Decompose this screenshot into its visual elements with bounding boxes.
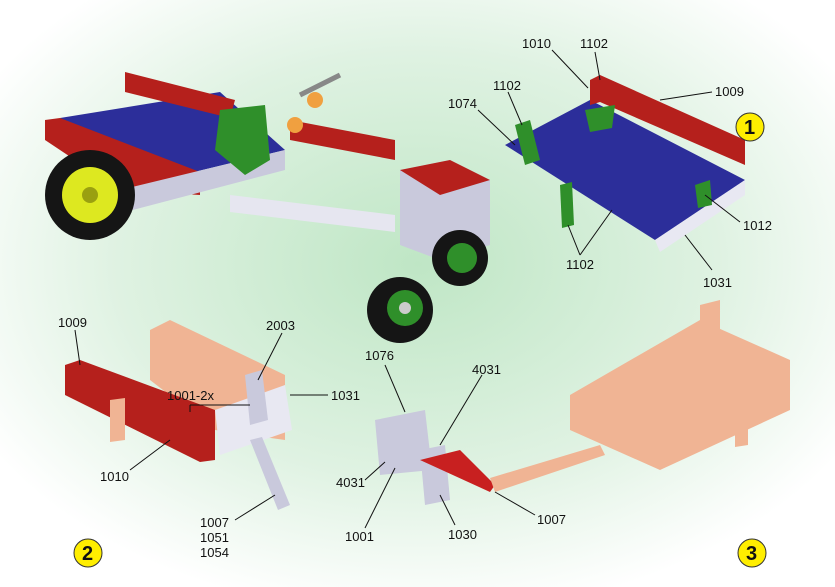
label-1012: 1012 bbox=[743, 218, 772, 233]
label-1010: 1010 bbox=[522, 36, 551, 51]
label-1010: 1010 bbox=[100, 469, 129, 484]
svg-text:3: 3 bbox=[746, 543, 757, 565]
step-3-callouts: 1076 4031 4031 1001 1030 1007 bbox=[336, 348, 566, 544]
green-bracket bbox=[215, 105, 270, 175]
label-1031: 1031 bbox=[703, 275, 732, 290]
label-1102: 1102 bbox=[580, 36, 608, 51]
label-1007: 1007 bbox=[537, 512, 566, 527]
label-1031: 1031 bbox=[331, 388, 360, 403]
label-2003: 2003 bbox=[266, 318, 295, 333]
step-2-assembly bbox=[65, 320, 292, 510]
label-1007: 1007 bbox=[200, 515, 229, 530]
completed-model bbox=[45, 72, 490, 343]
step-1-callouts: 1010 1102 1009 1074 1102 1012 1102 1031 bbox=[448, 36, 772, 290]
step-2-badge: 2 bbox=[73, 538, 103, 568]
svg-text:1: 1 bbox=[744, 117, 755, 139]
large-wheel bbox=[45, 150, 135, 240]
label-1051: 1051 bbox=[200, 530, 229, 545]
label-1102: 1102 bbox=[566, 257, 594, 272]
label-1001-2x: 1001-2x bbox=[167, 388, 214, 403]
step-3-assembly bbox=[375, 300, 790, 505]
label-1054: 1054 bbox=[200, 545, 229, 560]
label-1001: 1001 bbox=[345, 529, 374, 544]
label-1076: 1076 bbox=[365, 348, 394, 363]
label-1102: 1102 bbox=[493, 78, 521, 93]
label-1074: 1074 bbox=[448, 96, 477, 111]
step-1-badge: 1 bbox=[735, 112, 765, 142]
label-1030: 1030 bbox=[448, 527, 477, 542]
step-1-assembly bbox=[505, 75, 745, 252]
label-1009: 1009 bbox=[58, 315, 87, 330]
step-3-badge: 3 bbox=[737, 538, 767, 568]
step-2-callouts: 1009 2003 1031 1001-2x 1010 1007 1051 10… bbox=[58, 315, 360, 560]
small-wheel bbox=[367, 277, 433, 343]
label-4031: 4031 bbox=[472, 362, 501, 377]
svg-text:2: 2 bbox=[82, 543, 93, 565]
label-1009: 1009 bbox=[715, 84, 744, 99]
label-4031: 4031 bbox=[336, 475, 365, 490]
